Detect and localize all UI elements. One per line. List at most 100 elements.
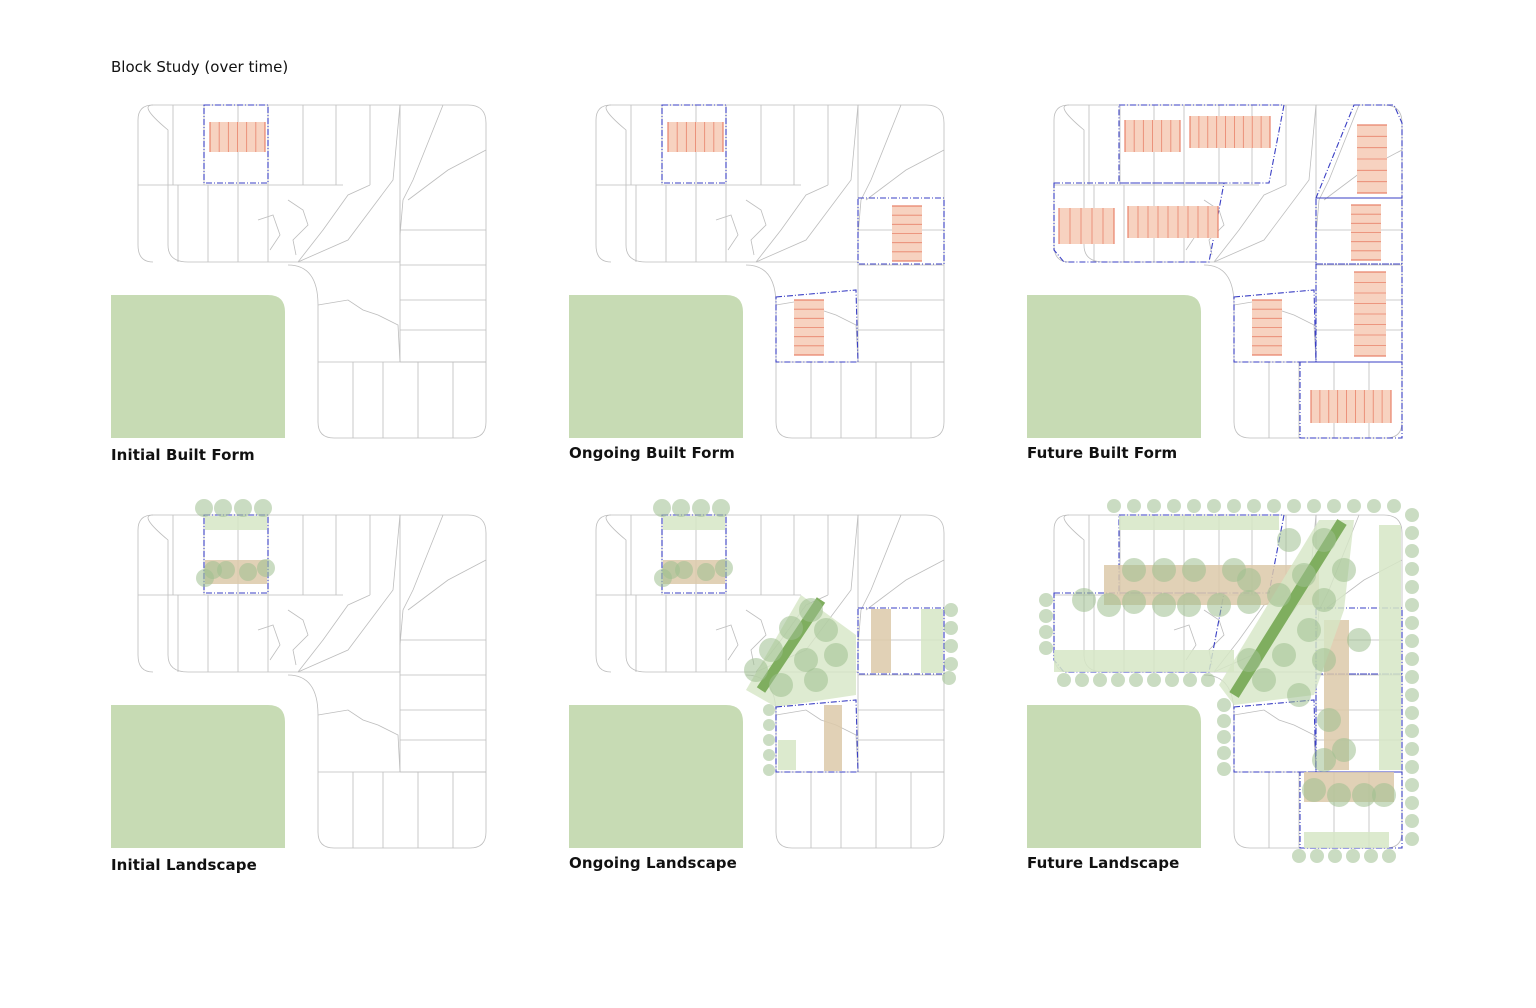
tree — [1107, 499, 1121, 513]
site-boundary-south — [775, 699, 859, 773]
tree — [1405, 724, 1419, 738]
parcel-line — [755, 104, 859, 263]
tree — [1332, 738, 1356, 762]
tree — [195, 499, 213, 517]
tree — [1147, 499, 1161, 513]
tree — [1183, 673, 1197, 687]
tree — [1405, 544, 1419, 558]
tree — [804, 668, 828, 692]
tree — [697, 563, 715, 581]
tree — [204, 561, 222, 579]
tree — [1405, 562, 1419, 576]
parcel-line — [297, 514, 401, 673]
caption-future-built-form: Future Built Form — [1027, 444, 1178, 462]
tree — [234, 499, 252, 517]
tree — [1177, 593, 1201, 617]
tree — [1367, 499, 1381, 513]
caption-ongoing-landscape: Ongoing Landscape — [569, 854, 737, 872]
tree — [1217, 714, 1231, 728]
panel-ongoing-landscape — [569, 499, 958, 849]
parcel-line — [1213, 104, 1317, 263]
tree — [1277, 528, 1301, 552]
tree — [662, 561, 680, 579]
tree — [653, 499, 671, 517]
tree — [1405, 760, 1419, 774]
tree — [1312, 748, 1336, 772]
panel-future-built-form — [1027, 104, 1403, 439]
south-lawn — [778, 740, 796, 770]
parcel-line — [297, 104, 401, 263]
tree — [214, 499, 232, 517]
page-title: Block Study (over time) — [111, 58, 289, 76]
site-boundary-west — [1053, 182, 1225, 263]
site-boundary-north — [1118, 104, 1285, 184]
tree — [692, 499, 710, 517]
park — [111, 295, 285, 438]
tree — [1347, 499, 1361, 513]
site-boundary-south — [775, 289, 859, 363]
tree — [1252, 668, 1276, 692]
tree — [1405, 670, 1419, 684]
block-outline — [287, 514, 487, 849]
site-boundary-east — [857, 197, 945, 265]
parcel-line — [865, 149, 945, 201]
parcel-line — [745, 199, 767, 256]
tree — [1237, 648, 1261, 672]
tree — [799, 598, 823, 622]
caption-initial-built-form: Initial Built Form — [111, 446, 255, 464]
parcel-line — [1213, 184, 1287, 263]
tree — [1405, 814, 1419, 828]
north-lawn — [1119, 516, 1279, 530]
tree — [1405, 832, 1419, 846]
panel-initial-landscape — [111, 499, 487, 849]
tree — [254, 499, 272, 517]
south-path — [824, 705, 842, 771]
parcel-line — [745, 609, 767, 666]
tree — [1217, 762, 1231, 776]
tree — [1182, 558, 1206, 582]
tree — [1292, 563, 1316, 587]
tree — [239, 563, 257, 581]
front-lawn — [663, 516, 725, 530]
parcel-line — [297, 594, 371, 673]
site-boundary-south — [1233, 699, 1317, 773]
caption-initial-landscape: Initial Landscape — [111, 856, 257, 874]
tree — [1111, 673, 1125, 687]
tree — [1405, 778, 1419, 792]
tree — [1039, 593, 1053, 607]
parcel-line — [865, 559, 945, 611]
tree — [715, 559, 733, 577]
tree — [1152, 593, 1176, 617]
tree — [744, 658, 768, 682]
tree — [1346, 849, 1360, 863]
tree — [257, 559, 275, 577]
parcel-line — [287, 199, 309, 256]
east-lawn — [1379, 525, 1401, 770]
tree — [942, 671, 956, 685]
tree — [763, 764, 775, 776]
site-boundary-initial — [661, 104, 727, 184]
parcel-line — [407, 149, 487, 201]
tree — [1267, 499, 1281, 513]
tree — [1372, 783, 1396, 807]
tree — [1187, 499, 1201, 513]
parcel-line — [857, 514, 902, 646]
site-boundary-south — [1233, 289, 1317, 363]
tree — [1405, 526, 1419, 540]
tree — [1327, 499, 1341, 513]
tree — [1201, 673, 1215, 687]
tree — [1307, 499, 1321, 513]
tree — [779, 616, 803, 640]
panel-ongoing-built-form — [569, 104, 945, 439]
parcel-line — [317, 709, 401, 773]
tree — [1247, 499, 1261, 513]
parcel-line — [399, 514, 444, 646]
front-lawn — [205, 516, 267, 530]
tree — [217, 561, 235, 579]
panel-future-landscape — [1027, 499, 1419, 863]
parcel-line — [287, 609, 309, 666]
tree — [1122, 558, 1146, 582]
tree — [712, 499, 730, 517]
tree — [1167, 499, 1181, 513]
block-outline — [745, 104, 945, 439]
